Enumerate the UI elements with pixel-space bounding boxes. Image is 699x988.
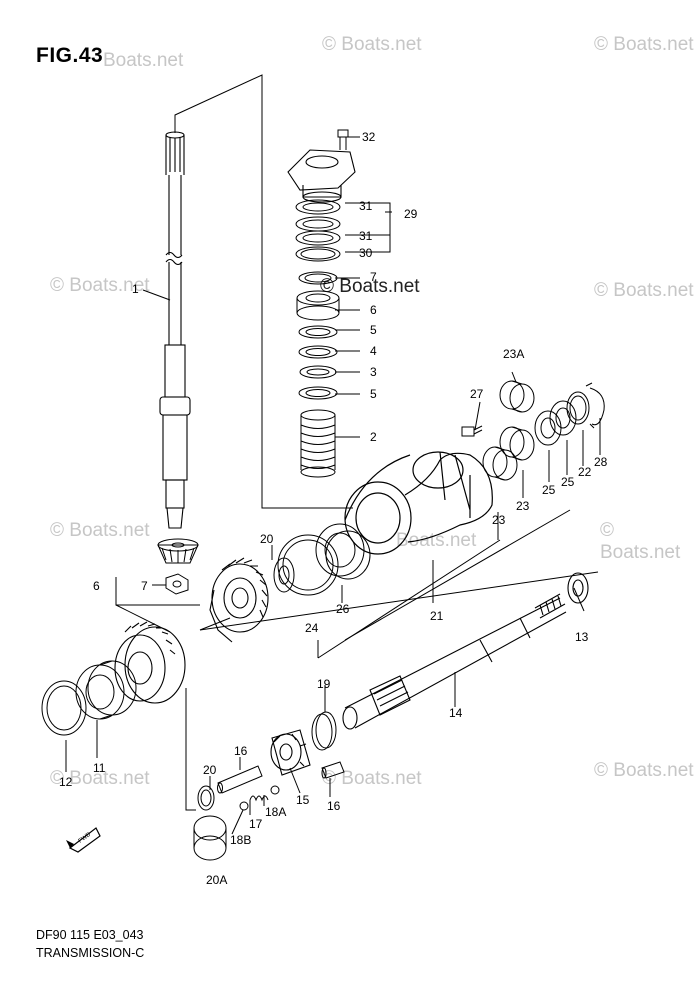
- figure-code: DF90 115 E03_043: [36, 928, 144, 942]
- leader-line: [199, 617, 231, 631]
- watermark: © Boats.net: [50, 520, 150, 541]
- axis-line: [199, 571, 599, 631]
- callout: 2: [370, 430, 377, 444]
- callout: 16: [234, 744, 248, 758]
- callout: 23A: [503, 347, 524, 361]
- taper-bearing: [315, 523, 371, 580]
- detent-spring: [249, 795, 269, 802]
- watermark: © Boats.net: [322, 768, 422, 789]
- callout: 13: [575, 630, 589, 644]
- forward-gear: [209, 557, 269, 643]
- callout: 21: [430, 609, 444, 623]
- watermark: Boats.net: [103, 50, 184, 71]
- callout: 7: [141, 579, 148, 593]
- figure-name: TRANSMISSION-C: [36, 946, 145, 960]
- spring: [300, 409, 336, 478]
- watermark: © Boats.net: [50, 275, 150, 296]
- watermark: © Boats.net: [594, 34, 694, 55]
- watermark: © Boats.net: [594, 760, 694, 781]
- callout: 1: [132, 282, 139, 296]
- leader-line: [344, 509, 571, 641]
- shift-sleeve-ring: [197, 785, 215, 811]
- watermark: © Boats.net: [50, 768, 150, 789]
- callout: 23: [492, 513, 506, 527]
- clutch-dog: [270, 729, 311, 776]
- clutch-spring: [311, 711, 337, 751]
- forward-arrow-icon: FWD: [66, 827, 101, 853]
- bearing: [296, 290, 340, 321]
- snap-ring: [585, 382, 605, 429]
- callout: 30: [359, 246, 373, 260]
- callout: 22: [578, 465, 592, 479]
- ball-bearing: [75, 660, 137, 720]
- callout: 15: [296, 793, 310, 807]
- callout: 20A: [206, 873, 227, 887]
- callout: 11: [93, 761, 106, 775]
- callout: 31: [359, 199, 373, 213]
- callout: 17: [249, 817, 263, 831]
- propeller-shaft: [342, 572, 589, 730]
- shim: [298, 325, 338, 400]
- callout: 20: [203, 763, 217, 777]
- oil-seal: [534, 400, 577, 446]
- callout: 20: [260, 532, 274, 546]
- callout: 26: [336, 602, 350, 616]
- leader-line: [115, 577, 200, 606]
- detent-ball: [239, 785, 280, 811]
- o-ring: [566, 391, 590, 425]
- leader-line: [185, 688, 196, 811]
- callout: 25: [542, 483, 556, 497]
- bolt: [461, 425, 483, 437]
- callout: 14: [449, 706, 463, 720]
- callout: 19: [317, 677, 331, 691]
- watermark: Boats.net: [396, 530, 477, 551]
- propeller-shaft-housing: [344, 451, 493, 555]
- needle-bearing: [499, 380, 535, 413]
- pinion-gear: [157, 538, 199, 564]
- callout: 31: [359, 229, 373, 243]
- bolt: [337, 129, 349, 150]
- callout: 23: [516, 499, 530, 513]
- needle-bearing: [482, 446, 518, 481]
- washer: [298, 271, 338, 285]
- drive-shaft: [159, 131, 191, 529]
- callout: 5: [370, 387, 377, 401]
- pin: [321, 761, 345, 779]
- callout: 6: [370, 303, 377, 317]
- callout: 27: [470, 387, 484, 401]
- callout: 18B: [230, 833, 251, 847]
- shaft-bracket-line: [174, 74, 353, 509]
- callout: 7: [370, 270, 377, 284]
- callout: 5: [370, 323, 377, 337]
- callout: 12: [59, 775, 73, 789]
- callout: 6: [93, 579, 100, 593]
- callout: 25: [561, 475, 575, 489]
- callout: 24: [305, 621, 319, 635]
- bushing: [193, 815, 227, 861]
- callout: 29: [404, 207, 418, 221]
- callout: 32: [362, 130, 376, 144]
- callout: 4: [370, 344, 377, 358]
- callout: 16: [327, 799, 341, 813]
- bracket-29: [345, 202, 391, 253]
- figure-title: FIG.43: [36, 44, 104, 67]
- bearing-ring: [277, 534, 339, 596]
- nut: [165, 573, 189, 595]
- seal-set: [295, 199, 341, 262]
- watermark: © Boats.net: [322, 34, 422, 55]
- callout: 3: [370, 365, 377, 379]
- watermark: © Boats.net: [594, 280, 694, 301]
- callout: 18A: [265, 805, 286, 819]
- pump-case: [287, 149, 356, 203]
- thrust-washer: [273, 557, 295, 593]
- shim-ring: [41, 680, 87, 736]
- callout: 28: [594, 455, 608, 469]
- watermark: © Boats.net: [600, 520, 681, 563]
- watermark: © Boats.net: [320, 276, 420, 297]
- push-rod: [217, 765, 263, 794]
- needle-bearing: [499, 426, 535, 461]
- reverse-gear: [114, 621, 186, 704]
